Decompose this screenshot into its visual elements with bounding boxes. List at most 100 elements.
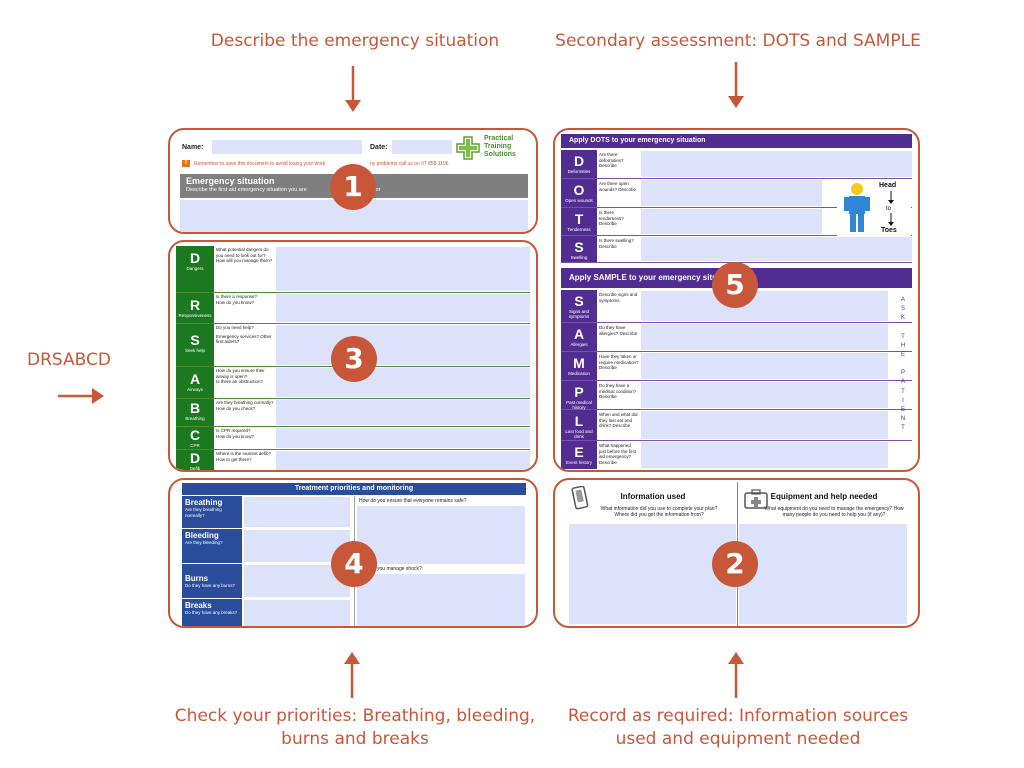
reminder-text-end: ny problems call us on 07 858 1196 [370,161,449,167]
safety-field[interactable] [357,506,525,564]
dots-header [561,134,912,148]
plus-logo-icon [456,136,480,160]
shock-field[interactable] [357,574,525,626]
sample-answer-field[interactable] [641,382,888,408]
ask-letter: A [900,297,905,303]
ask-letter [893,360,913,369]
drs-q1: Is CPR required? [216,428,251,433]
dots-answer-field[interactable] [641,209,822,234]
section-subtitle: Describe the first aid emergency situati… [186,187,307,193]
dots-word: Deformities [567,169,591,174]
sample-question: Do they have allergies? Describe [599,325,638,336]
treatment-item-title: Burns [185,574,209,583]
sample-answer-field[interactable] [641,411,888,439]
badge-2: 2 [712,541,758,587]
drs-answer-field[interactable] [276,368,530,397]
drs-answer-field[interactable] [276,247,530,291]
arrow-down-icon [888,213,894,226]
head-to-toes-figure: Head to Toes [837,180,911,236]
drs-letter: R [189,297,201,313]
sample-answer-field[interactable] [641,353,888,379]
ask-letter: T [901,425,905,432]
drs-letter: A [189,371,201,387]
drs-q1: Where is the nearest defib? [216,451,272,456]
info-used-subtitle: What information did you use to complete… [600,506,718,518]
drs-answer-field[interactable] [276,400,530,425]
sample-answer-field[interactable] [641,291,888,321]
treatment-field[interactable] [244,497,350,527]
treatment-field[interactable] [244,600,350,626]
dots-letter: D [573,153,585,169]
date-field[interactable] [392,140,452,154]
arrow-up-icon [728,652,744,698]
info-used-field[interactable] [569,524,736,624]
drs-answer-field[interactable] [276,451,530,470]
dots-question: Are there open wounds? Describe [599,181,637,192]
panel-dots-sample: Apply DOTS to your emergency situation D… [553,128,920,472]
drs-word: CPR [190,443,200,448]
sample-title: Apply SAMPLE to your emergency situa [569,273,722,282]
name-field[interactable] [212,140,362,154]
drs-letter: D [189,250,201,266]
treatment-item-title: Breathing [185,498,223,507]
drs-answer-field[interactable] [276,325,530,365]
drs-q1: Do you need help? [216,325,254,330]
drs-q1: What potential dangers do you need to lo… [216,247,269,258]
panel-information-equipment: Information used What information did yo… [553,478,920,628]
drs-question: Are they breathing normally?How do you c… [216,400,274,411]
section-subtitle-end: for [374,187,381,193]
drs-answer-field[interactable] [276,428,530,448]
drs-letter: S [190,332,200,348]
dots-question: Is there tenderness? Describe [599,210,624,226]
info-used-title: Information used [620,492,686,501]
caption-record-required-1: Record as required: Information sources [567,706,909,726]
arrow-up-icon [344,652,360,698]
logo-text: Practical Training Solutions [484,135,516,159]
treatment-item-sub: Are they breathing normally? [185,507,222,518]
drs-q1: Are they breathing normally? [216,400,274,405]
ask-letter: I [902,397,904,404]
dots-question: Is there swelling? Describe [599,238,634,249]
drs-word: Dangers [186,266,204,271]
drs-word: Defib [189,466,201,471]
info-left: Information used What information did yo… [569,482,738,626]
head-label: Head [879,182,897,189]
dots-answer-field[interactable] [641,151,912,177]
drs-question: Where is the nearest defib?How to get th… [216,451,274,462]
drs-answer-field[interactable] [276,294,530,322]
sample-answer-field[interactable] [641,442,888,468]
drs-q2: How do you check? [216,405,256,411]
ask-letter: A [900,379,905,386]
sample-question: Have they taken or require medication? D… [599,354,639,370]
ask-letter: E [900,352,905,359]
badge-4: 4 [331,541,377,587]
treatment-item-sub: Are they bleeding? [185,540,223,545]
arrow-down-icon [345,66,361,112]
equipment-field[interactable] [739,524,907,624]
toes-label: Toes [881,227,897,234]
dots-answer-field[interactable] [641,180,822,206]
sample-letter: S [574,293,584,309]
dots-answer-field[interactable] [641,237,912,261]
caption-describe-emergency: Describe the emergency situation [210,31,500,51]
sample-answer-field[interactable] [641,324,888,350]
drs-q2: Is there an obstruction? [216,379,264,384]
